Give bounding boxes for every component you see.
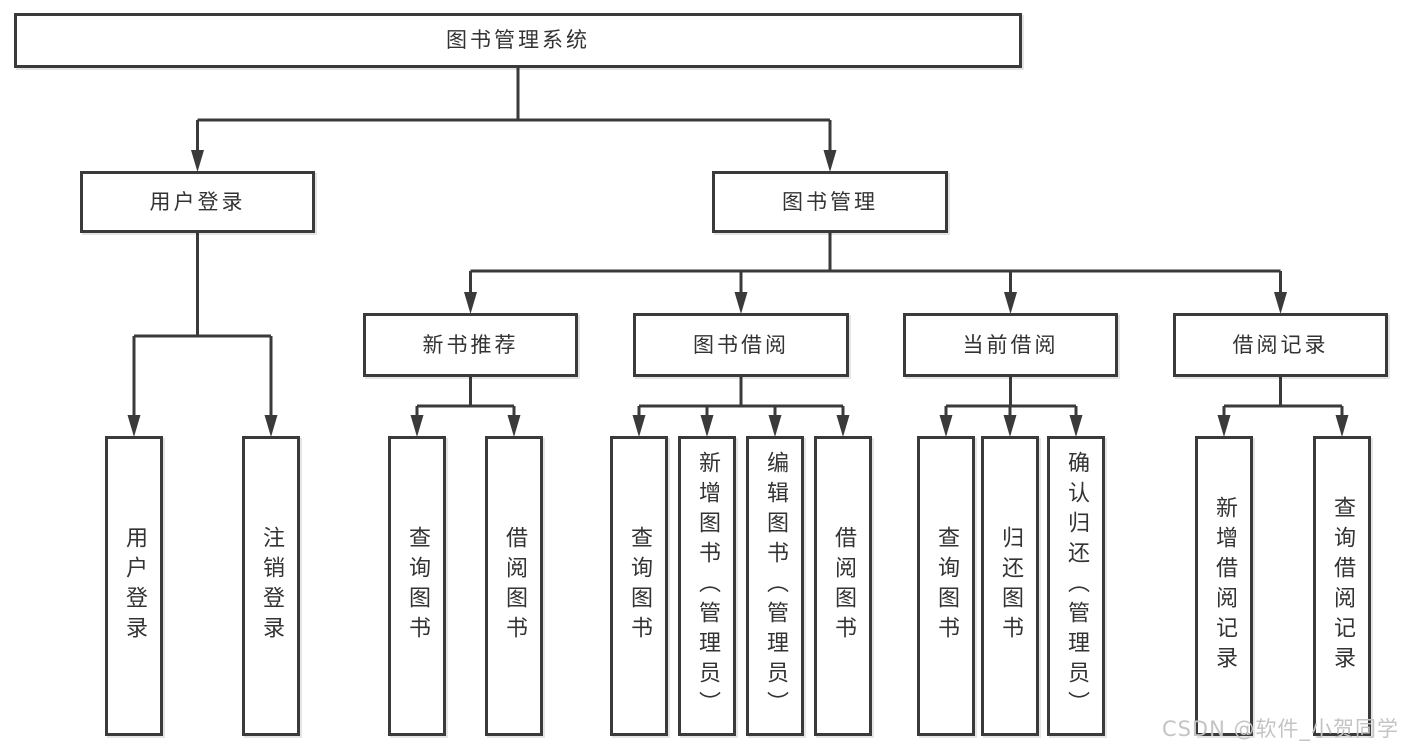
arrowhead-leaf-bb-add xyxy=(700,415,714,437)
arrowhead-leaf-br-add xyxy=(1217,415,1231,437)
node-leaf-rec-query: 查询图书 xyxy=(388,436,446,736)
edge-user-login xyxy=(127,233,278,437)
node-leaf-bb-add: 新增图书（管理员） xyxy=(678,436,736,736)
node-label-leaf-bb-add: 新增图书（管理员） xyxy=(695,451,720,721)
arrowhead-new-book-rec xyxy=(464,292,477,314)
node-leaf-rec-borrow: 借阅图书 xyxy=(485,436,543,736)
edge-book-borrow xyxy=(632,377,850,437)
arrowhead-current-borrow xyxy=(1004,292,1017,314)
arrowhead-leaf-rec-borrow xyxy=(507,415,521,437)
node-leaf-cb-query: 查询图书 xyxy=(917,436,975,736)
node-label-leaf-bb-borrow: 借阅图书 xyxy=(831,526,856,646)
node-label-new-book-rec: 新书推荐 xyxy=(422,332,519,357)
arrowhead-leaf-bb-query xyxy=(632,415,646,437)
node-label-leaf-cb-return: 归还图书 xyxy=(998,526,1023,646)
node-leaf-br-add: 新增借阅记录 xyxy=(1195,436,1253,736)
arrowhead-leaf-bb-edit xyxy=(768,415,782,437)
node-borrow-record: 借阅记录 xyxy=(1173,313,1388,377)
arrowhead-leaf-cb-return xyxy=(1003,415,1017,437)
node-label-book-borrow: 图书借阅 xyxy=(693,332,789,357)
node-label-leaf-cb-confirm: 确认归还（管理员） xyxy=(1064,451,1089,721)
node-label-leaf-br-add: 新增借阅记录 xyxy=(1212,496,1237,676)
node-leaf-bb-borrow: 借阅图书 xyxy=(814,436,872,736)
node-label-leaf-logout: 注销登录 xyxy=(259,526,284,646)
node-book-borrow: 图书借阅 xyxy=(633,313,849,377)
node-leaf-bb-edit: 编辑图书（管理员） xyxy=(746,436,804,736)
arrowhead-leaf-rec-query xyxy=(410,415,424,437)
arrowhead-leaf-user-login xyxy=(127,415,141,437)
watermark: CSDN @软件_小贺同学 xyxy=(1161,717,1399,741)
node-label-leaf-bb-edit: 编辑图书（管理员） xyxy=(763,451,788,721)
node-label-leaf-br-query: 查询借阅记录 xyxy=(1330,496,1355,676)
arrowhead-leaf-logout xyxy=(264,415,278,437)
arrowhead-leaf-cb-query xyxy=(939,415,953,437)
node-label-user-login: 用户登录 xyxy=(149,189,246,214)
node-label-book-mgmt: 图书管理 xyxy=(782,189,878,214)
edge-new-book-rec xyxy=(410,377,521,437)
node-new-book-rec: 新书推荐 xyxy=(363,313,578,377)
node-leaf-user-login: 用户登录 xyxy=(105,436,163,736)
node-leaf-logout: 注销登录 xyxy=(242,436,300,736)
arrowhead-borrow-record xyxy=(1274,292,1287,314)
arrowhead-leaf-bb-borrow xyxy=(836,415,850,437)
edge-book-mgmt xyxy=(464,233,1287,314)
arrowhead-book-borrow xyxy=(734,292,748,314)
node-label-leaf-rec-query: 查询图书 xyxy=(405,526,430,646)
edge-current-borrow xyxy=(939,377,1083,437)
node-current-borrow: 当前借阅 xyxy=(903,313,1118,377)
node-label-leaf-user-login: 用户登录 xyxy=(122,526,147,646)
node-root: 图书管理系统 xyxy=(14,13,1022,68)
arrowhead-leaf-br-query xyxy=(1335,415,1349,437)
edge-borrow-record xyxy=(1217,377,1349,437)
node-leaf-cb-return: 归还图书 xyxy=(981,436,1039,736)
arrowhead-leaf-cb-confirm xyxy=(1069,415,1083,437)
node-book-mgmt: 图书管理 xyxy=(712,171,948,233)
arrowhead-user-login xyxy=(191,150,204,172)
node-leaf-cb-confirm: 确认归还（管理员） xyxy=(1047,436,1105,736)
node-leaf-bb-query: 查询图书 xyxy=(610,436,668,736)
arrowhead-book-mgmt xyxy=(823,150,837,172)
node-label-leaf-bb-query: 查询图书 xyxy=(627,526,652,646)
node-label-borrow-record: 借阅记录 xyxy=(1232,332,1329,357)
node-leaf-br-query: 查询借阅记录 xyxy=(1313,436,1371,736)
node-label-root: 图书管理系统 xyxy=(446,28,590,52)
node-user-login: 用户登录 xyxy=(80,171,315,233)
node-label-leaf-rec-borrow: 借阅图书 xyxy=(502,526,527,646)
node-label-leaf-cb-query: 查询图书 xyxy=(934,526,959,646)
edge-root xyxy=(191,68,837,172)
node-label-current-borrow: 当前借阅 xyxy=(962,332,1059,357)
